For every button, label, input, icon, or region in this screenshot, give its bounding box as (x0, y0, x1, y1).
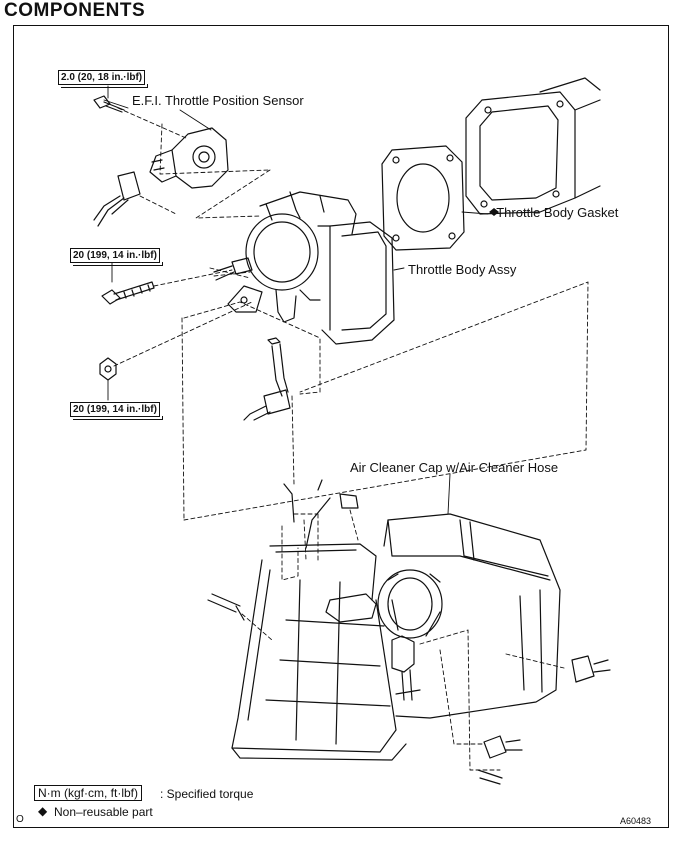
torque-callout-sensor-screw: 2.0 (20, 18 in.·lbf) (58, 70, 149, 88)
label-air-cleaner-cap: Air Cleaner Cap w/Air Cleaner Hose (350, 460, 559, 475)
throttle-body-gasket (381, 145, 465, 251)
legend-diamond-icon: ◆ (38, 804, 48, 818)
page-title: COMPONENTS (4, 0, 146, 21)
throttle-position-sensor (149, 127, 229, 189)
diagram-frame (13, 25, 669, 828)
sensor-screw (93, 95, 125, 113)
assembly-dashed-lines (113, 107, 589, 771)
torque-callout-bolt: 20 (199, 14 in.·lbf) (70, 248, 163, 266)
torque-callout-nut: 20 (199, 14 in.·lbf) (70, 402, 163, 420)
label-gasket-text: Throttle Body Gasket (496, 205, 619, 220)
label-throttle-position-sensor: E.F.I. Throttle Position Sensor (132, 93, 304, 108)
air-cleaner-cap (207, 479, 611, 785)
vacuum-hose (243, 337, 291, 421)
throttle-body-assembly (213, 191, 395, 345)
intake-manifold-flange (465, 77, 601, 215)
label-throttle-body-gasket: Throttle Body Gasket (489, 205, 618, 220)
label-throttle-body-assy: Throttle Body Assy (408, 262, 517, 277)
legend-nonreusable: Non–reusable part (54, 805, 153, 819)
legend-torque-unit: N·m (kgf·cm, ft·lbf) (34, 785, 142, 801)
legend-torque-desc: : Specified torque (160, 787, 254, 801)
sensor-connector (93, 171, 141, 227)
throttle-body-bolt (101, 281, 155, 305)
corner-mark: O (16, 814, 24, 825)
throttle-body-nut (99, 357, 117, 381)
figure-code: A60483 (620, 816, 652, 826)
